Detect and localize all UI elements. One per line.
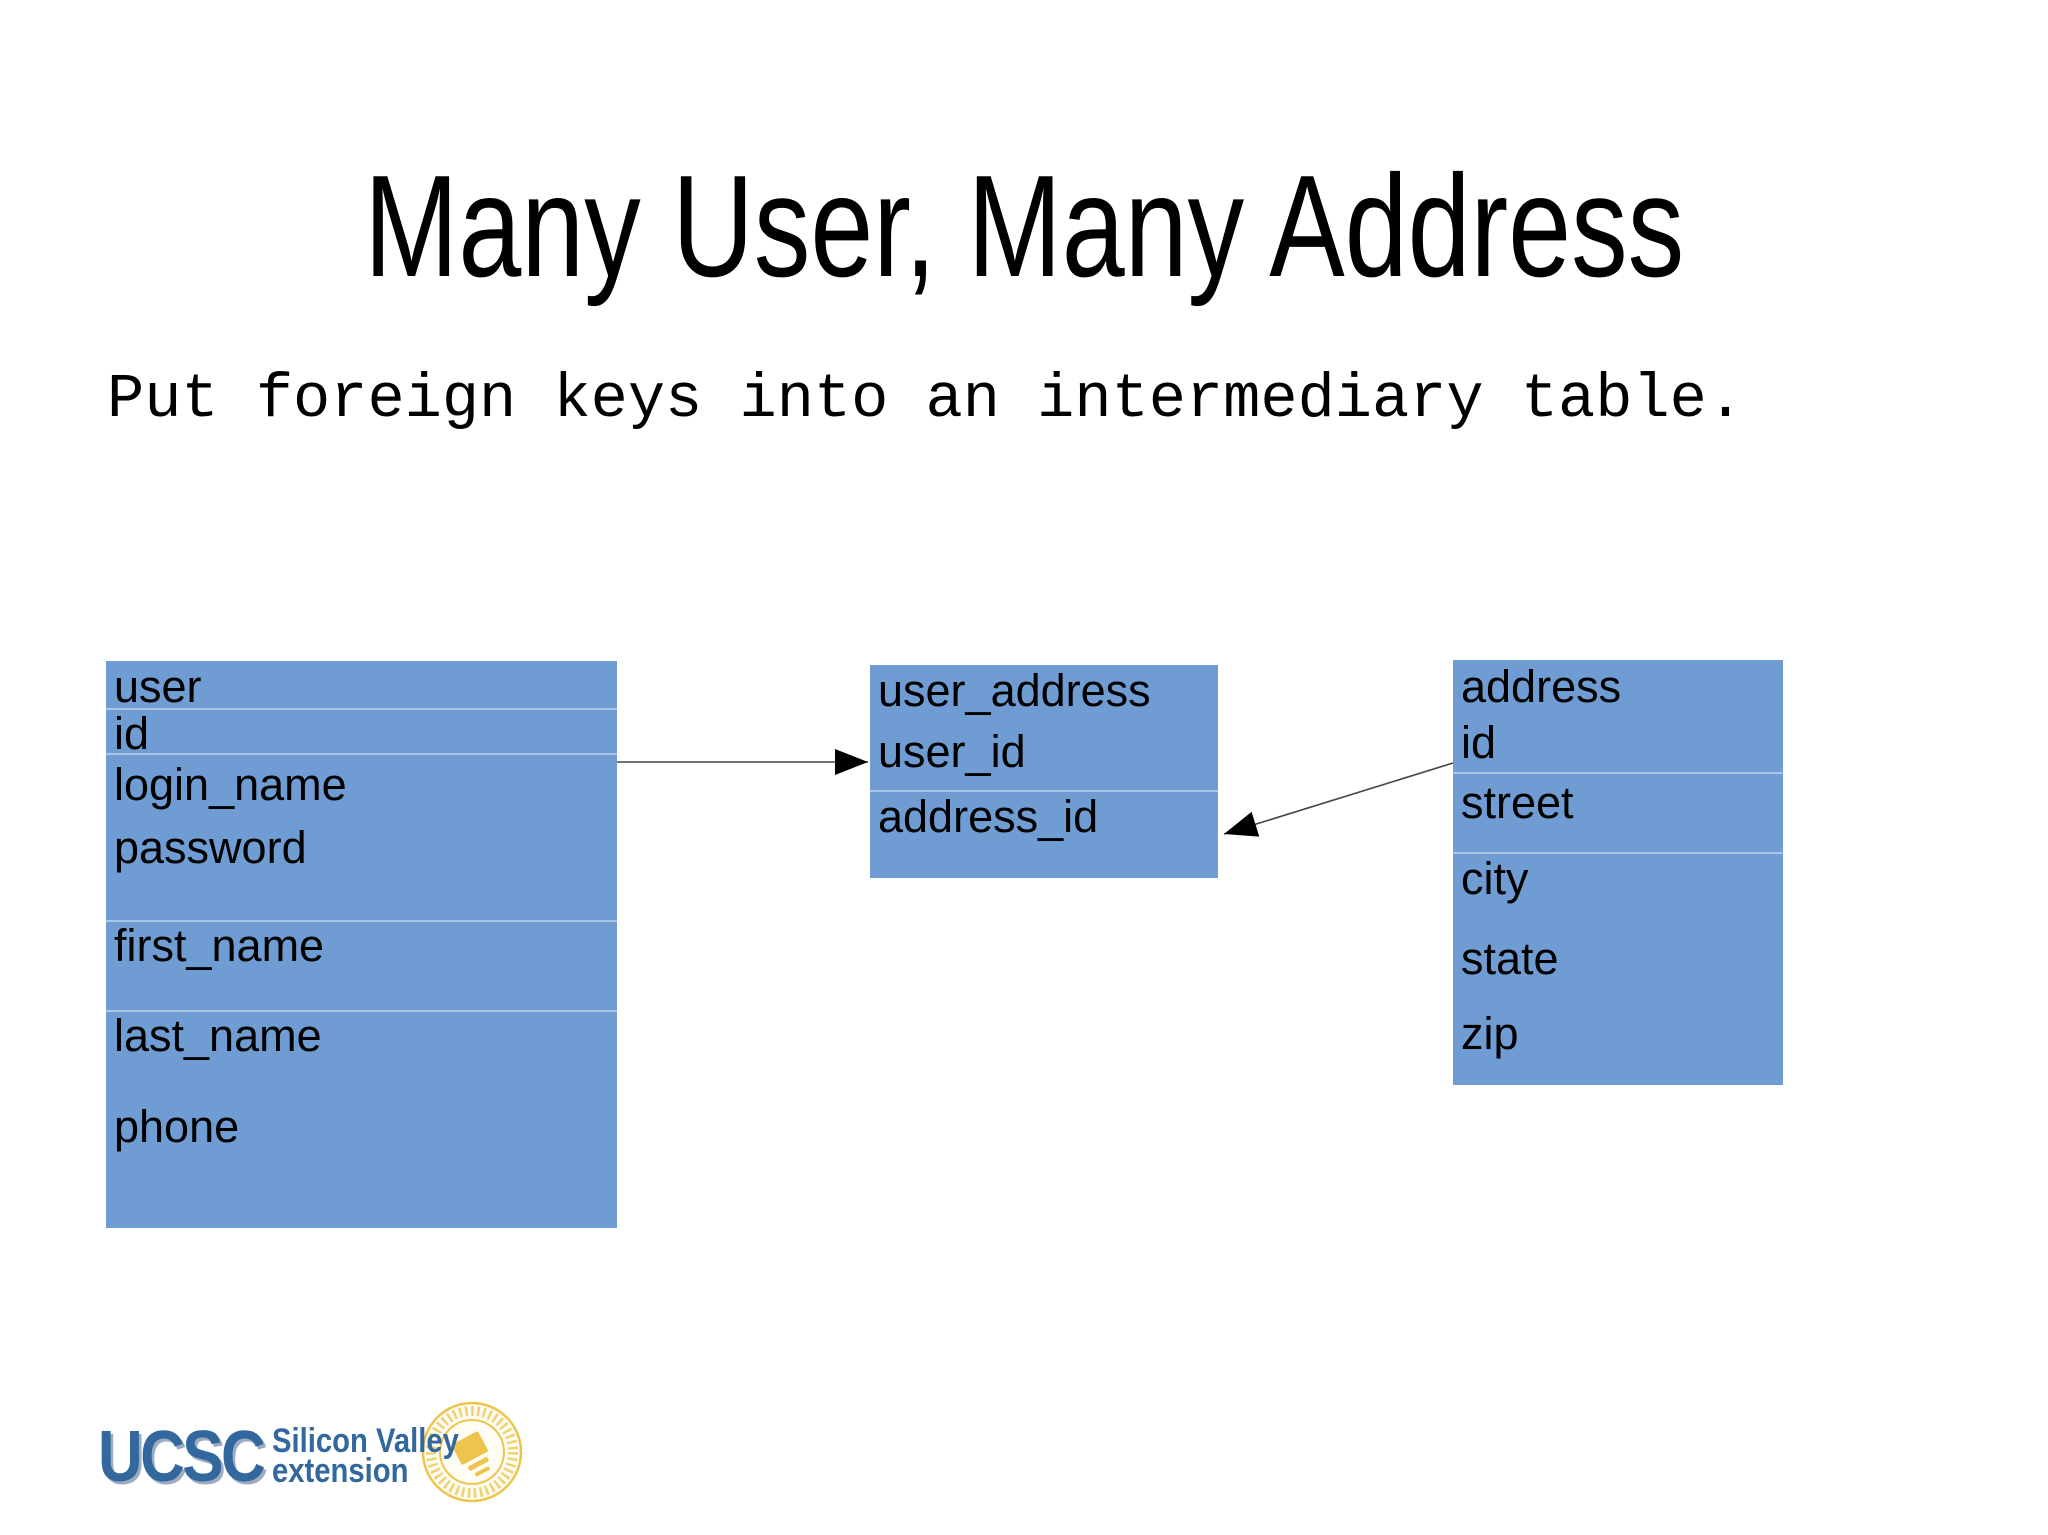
table-user-address-name: user_address (878, 665, 1151, 716)
field-address-city: city (1461, 853, 1529, 904)
entity-table-address: address id street city state zip (1453, 660, 1783, 1085)
field-user-phone: phone (114, 1101, 240, 1152)
row-divider (106, 1010, 617, 1012)
field-address-zip: zip (1461, 1008, 1519, 1059)
uc-seal-icon (421, 1401, 523, 1503)
row-divider (1453, 852, 1783, 854)
entity-table-user-address: user_address user_id address_id (870, 665, 1218, 878)
logo-extension-text: extension (272, 1452, 409, 1490)
ucsc-logo-subtext: Silicon Valley extension (272, 1422, 459, 1490)
row-divider (1453, 772, 1783, 774)
field-user-address-user-id: user_id (878, 726, 1026, 777)
row-divider (106, 708, 617, 710)
field-user-login-name: login_name (114, 759, 347, 810)
field-address-street: street (1461, 777, 1574, 828)
arrow-address-to-user-address (1223, 762, 1454, 837)
field-address-state: state (1461, 933, 1559, 984)
row-divider (106, 920, 617, 922)
slide-subtitle: Put foreign keys into an intermediary ta… (107, 364, 1745, 435)
field-user-id: id (114, 708, 150, 759)
row-divider (870, 790, 1218, 792)
ucsc-logo-acronym: UCSC (98, 1417, 266, 1497)
page-title-text: Many User, Many Address (363, 145, 1685, 307)
field-user-first-name: first_name (114, 920, 325, 971)
table-user-name: user (114, 661, 202, 712)
field-user-last-name: last_name (114, 1010, 322, 1061)
field-user-password: password (114, 822, 307, 873)
entity-table-user: user id login_name password first_name l… (106, 661, 617, 1228)
page-title: Many User, Many Address (0, 143, 2048, 310)
field-user-address-address-id: address_id (878, 791, 1099, 842)
row-divider (106, 753, 617, 755)
logo-silicon-valley-text: Silicon Valley (272, 1422, 459, 1460)
table-address-name: address (1461, 661, 1622, 712)
field-address-id: id (1461, 717, 1497, 768)
